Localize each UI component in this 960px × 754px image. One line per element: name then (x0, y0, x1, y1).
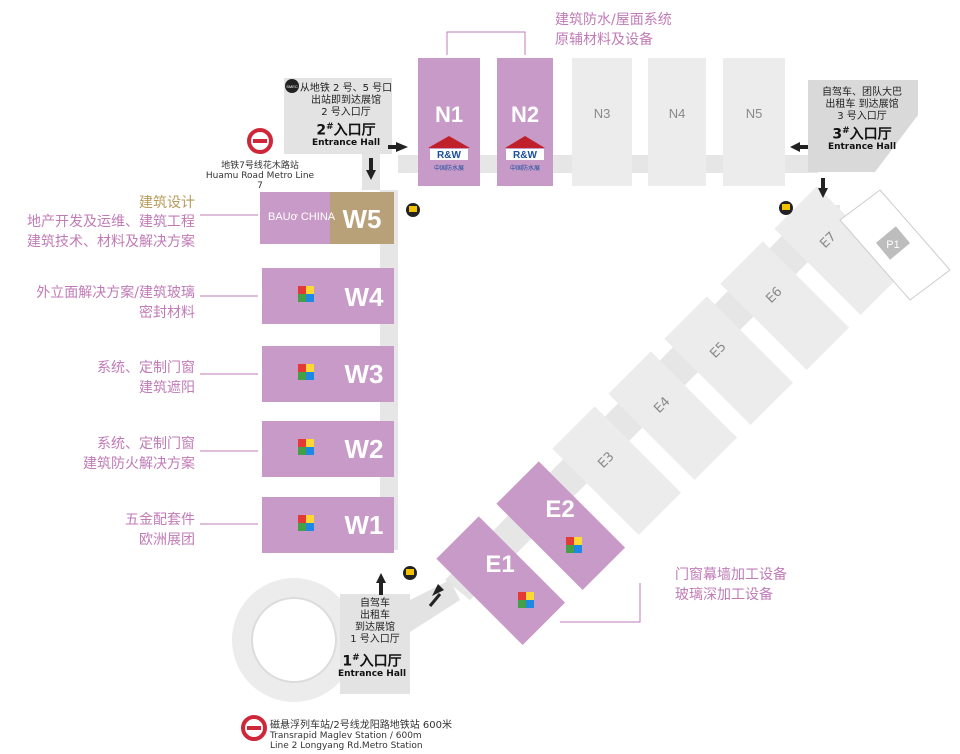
w3-label: 系统、定制门窗 建筑遮阳 (97, 360, 195, 396)
svg-text:W1: W1 (345, 510, 384, 540)
entrance-3-info: 自驾车、团队大巴 出租车 到达展馆 3 号入口厅 3#入口厅 Entrance … (812, 87, 912, 153)
w1-label: 五金配套件 欧洲展团 (125, 512, 195, 548)
w5-title: 建筑设计 (139, 195, 195, 211)
bus-icons (403, 201, 793, 580)
metro-bottom-label: 磁悬浮列车站/2号线龙阳路地铁站 600米 Transrapid Maglev … (270, 720, 452, 751)
hall-w2[interactable]: W2 (262, 421, 394, 477)
svg-text:W3: W3 (345, 359, 384, 389)
brand-text: R&W (437, 150, 461, 161)
bauchina-logo: BAUơ CHINA (268, 211, 336, 223)
hall-e6[interactable]: E6 (720, 241, 850, 371)
hall-n5[interactable]: N5 (723, 58, 785, 186)
bus-icon (403, 566, 417, 580)
arrow-diagonal-icon (428, 584, 444, 607)
p1-label: P1 (886, 239, 899, 251)
fenestration-logos (298, 286, 314, 531)
entrance-3-title: 3#入口厅 (832, 126, 892, 143)
hall-w3[interactable]: W3 (262, 346, 394, 402)
arrow-left-icon (790, 142, 808, 152)
entrance-2-info: 从地铁 2 号、5 号口 出站即到达展馆 2 号入口厅 2#入口厅 Entran… (296, 83, 396, 149)
entrance-1-title: 1#入口厅 (342, 653, 402, 670)
entrance-1-building (232, 578, 460, 702)
svg-text:N3: N3 (594, 106, 611, 121)
east-halls: E1 E2 E3 E4 E5 E6 E7 (436, 186, 904, 646)
w4-label: 外立面解决方案/建筑玻璃 密封材料 (36, 285, 195, 321)
svg-text:N1: N1 (435, 102, 463, 127)
rw-logo: R&W 中国防水展 (428, 136, 470, 172)
arrow-right-icon (388, 142, 408, 152)
label-leader-lines (200, 31, 641, 623)
hall-e5[interactable]: E5 (664, 296, 794, 426)
hall-w1[interactable]: W1 (262, 497, 394, 553)
arrow-down-icon (366, 158, 376, 180)
bus-icon (779, 201, 793, 215)
svg-text:W2: W2 (345, 434, 384, 464)
rw-logo: R&W 中国防水展 (505, 136, 545, 172)
svg-text:N4: N4 (669, 106, 686, 121)
svg-text:N5: N5 (746, 106, 763, 121)
svg-text:W5: W5 (343, 204, 382, 234)
hall-w4[interactable]: W4 (262, 268, 394, 324)
arrow-down-icon (818, 178, 828, 198)
w5-label: 地产开发及运维、建筑工程 建筑技术、材料及解决方案 (27, 214, 195, 250)
metro-icon (241, 715, 267, 741)
arrow-up-icon (376, 573, 386, 595)
svg-text:N2: N2 (511, 102, 539, 127)
hall-e3[interactable]: E3 (552, 406, 682, 536)
hall-e1[interactable]: E1 (436, 516, 566, 646)
svg-text:E1: E1 (485, 551, 514, 578)
bus-icon (406, 203, 420, 217)
w2-label: 系统、定制门窗 建筑防火解决方案 (83, 436, 195, 472)
north-halls-inactive: N3 N4 N5 (572, 58, 785, 186)
hall-n1[interactable]: N1 R&W 中国防水展 (418, 58, 480, 186)
brand-sub: 中国防水展 (510, 164, 540, 172)
entrance-2-title: 2#入口厅 (316, 122, 376, 139)
hall-n4[interactable]: N4 (648, 58, 706, 186)
entrance-1-info: 自驾车 出租车 到达展馆 1 号入口厅 (350, 598, 400, 645)
hall-e7[interactable]: E7 (774, 186, 904, 316)
hall-n3[interactable]: N3 (572, 58, 632, 186)
hall-w5[interactable]: BAUơ CHINA W5 (260, 192, 394, 244)
east-label: 门窗幕墙加工设备 玻璃深加工设备 (675, 567, 787, 603)
north-label: 建筑防水/屋面系统 原辅材料及设备 (555, 12, 672, 48)
parking-p1[interactable]: P1 (839, 189, 951, 301)
hall-e2[interactable]: E2 (496, 461, 626, 591)
arrows (366, 142, 828, 607)
north-halls: N1 R&W 中国防水展 N2 R&W 中国防水展 (418, 58, 553, 186)
metro-icon (247, 128, 273, 154)
brand-text: R&W (513, 150, 537, 161)
entrance-1-title-block: 1#入口厅 Entrance Hall (322, 652, 422, 680)
hall-e4[interactable]: E4 (608, 351, 738, 481)
hall-n2[interactable]: N2 R&W 中国防水展 (497, 58, 553, 186)
brand-sub: 中国防水展 (434, 164, 464, 172)
entrance-3-building (808, 80, 918, 172)
metro-top-label: 地铁7号线花木路站 Huamu Road Metro Line 7 (205, 161, 315, 191)
svg-text:E2: E2 (545, 496, 574, 523)
smec-badge: SMEC (286, 84, 298, 89)
west-halls: BAUơ CHINA W5 W4 W3 W2 W1 (260, 192, 394, 553)
svg-text:W4: W4 (345, 282, 385, 312)
